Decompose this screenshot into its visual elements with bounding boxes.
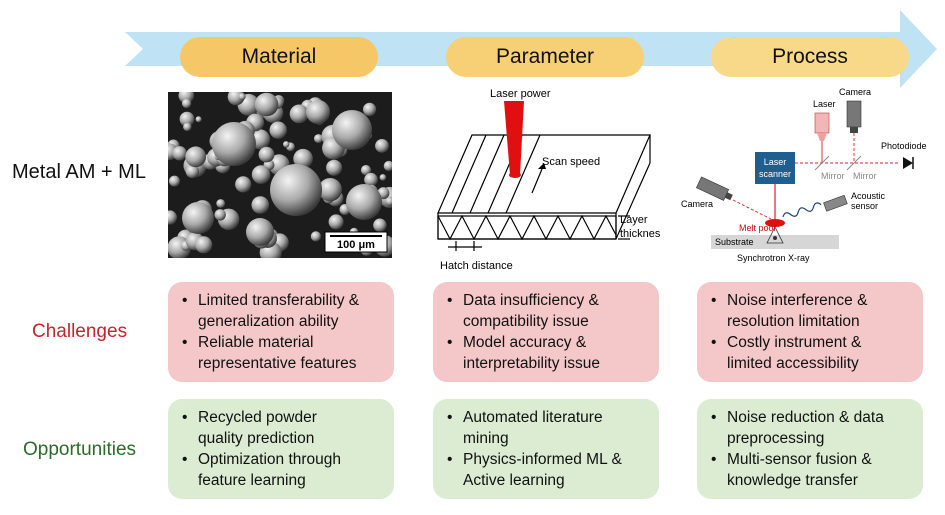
list-item: Limited transferability &generalization …	[178, 290, 382, 332]
camera-left-label: Camera	[681, 199, 713, 209]
powder-particle	[318, 178, 342, 202]
list-item: Model accuracy &interpretability issue	[443, 332, 647, 374]
powder-particle	[169, 175, 180, 187]
powder-particle	[258, 146, 275, 163]
powder-particle	[235, 176, 252, 193]
powder-particle	[289, 104, 309, 124]
list-item: Noise interference &resolution limitatio…	[707, 290, 911, 332]
powder-particle	[326, 159, 343, 176]
powder-particle	[185, 164, 200, 179]
scale-bar-label: 100 μm	[337, 239, 375, 251]
list-item: Data insufficiency &compatibility issue	[443, 290, 647, 332]
metal-am-ml-label: Metal AM + ML	[12, 161, 146, 183]
powder-particle	[383, 160, 392, 172]
powder-particle	[182, 202, 214, 234]
powder-particle	[328, 214, 344, 230]
powder-particle	[385, 197, 392, 206]
stage-material-label: Material	[241, 45, 317, 68]
powder-particle	[172, 146, 187, 161]
powder-particle	[379, 174, 387, 181]
melt-pool-label: Melt pool	[739, 223, 776, 233]
laser-scanner-label-1: Laser	[764, 157, 787, 167]
powder-particle	[214, 209, 226, 221]
opportunities-label: Opportunities	[23, 439, 137, 460]
powder-particle	[183, 122, 192, 132]
list-item: Physics-informed ML &Active learning	[443, 449, 647, 491]
synchrotron-label: Synchrotron X-ray	[737, 253, 810, 263]
powder-particle	[293, 148, 313, 169]
powder-particle	[373, 218, 387, 232]
powder-particle	[216, 199, 226, 208]
powder-particle	[375, 139, 389, 153]
mirror-label-1: Mirror	[821, 171, 845, 181]
substrate-label: Substrate	[715, 237, 754, 247]
powder-particle	[246, 218, 274, 246]
challenge-box-process: Noise interference &resolution limitatio…	[697, 282, 923, 382]
powder-particle	[364, 172, 378, 187]
mirror-label-2: Mirror	[853, 171, 877, 181]
photodiode-label: Photodiode	[881, 141, 927, 151]
powder-particle	[251, 196, 270, 214]
list-item: Costly instrument &limited accessibility	[707, 332, 911, 374]
hatch-distance-label: Hatch distance	[440, 260, 513, 272]
camera-top-label: Camera	[839, 87, 871, 97]
powder-micrograph: 100 μm	[168, 92, 392, 258]
laser-power-label: Laser power	[490, 88, 551, 100]
powder-particle	[181, 98, 192, 109]
powder-particle	[306, 100, 330, 124]
powder-particle	[346, 184, 382, 220]
powder-particle	[254, 92, 279, 117]
powder-particle	[360, 165, 372, 176]
powder-particle	[179, 111, 195, 127]
powder-particle	[195, 236, 213, 254]
powder-particle	[363, 102, 377, 116]
acoustic-sensor-label-1: Acoustic	[851, 191, 886, 201]
powder-particle	[251, 165, 271, 184]
powder-particle	[332, 110, 372, 150]
powder-particle	[283, 141, 290, 148]
list-item: Multi-sensor fusion &knowledge transfer	[707, 449, 911, 491]
challenge-box-parameter: Data insufficiency &compatibility issue …	[433, 282, 659, 382]
acoustic-sensor-label-2: sensor	[851, 201, 878, 211]
layer-thickness-label-2: thickness	[620, 228, 660, 240]
stage-parameter: Parameter	[446, 37, 644, 77]
stage-process-label: Process	[772, 45, 848, 68]
stage-process: Process	[711, 37, 909, 77]
powder-particle	[314, 134, 323, 144]
powder-particle	[238, 93, 246, 101]
process-monitoring-diagram: Laser Camera Mirror Mirror Photodiode La…	[681, 87, 927, 263]
powder-particle	[195, 116, 202, 123]
challenges-label: Challenges	[32, 321, 128, 342]
scan-parameter-diagram: Laser power Scan speed Layer thickness H…	[437, 88, 660, 272]
powder-particle	[212, 122, 256, 166]
laser-label: Laser	[813, 99, 836, 109]
stage-material: Material	[180, 37, 378, 77]
layer-thickness-label-1: Layer	[620, 214, 648, 226]
powder-particle	[310, 231, 321, 242]
challenge-box-material: Limited transferability &generalization …	[168, 282, 394, 382]
powder-particle	[269, 121, 287, 139]
powder-particle	[168, 210, 177, 225]
scan-speed-label: Scan speed	[542, 156, 600, 168]
powder-particle	[270, 164, 322, 216]
laser-scanner-label-2: scanner	[759, 169, 791, 179]
stage-parameter-label: Parameter	[495, 45, 595, 68]
powder-particle	[185, 146, 207, 168]
